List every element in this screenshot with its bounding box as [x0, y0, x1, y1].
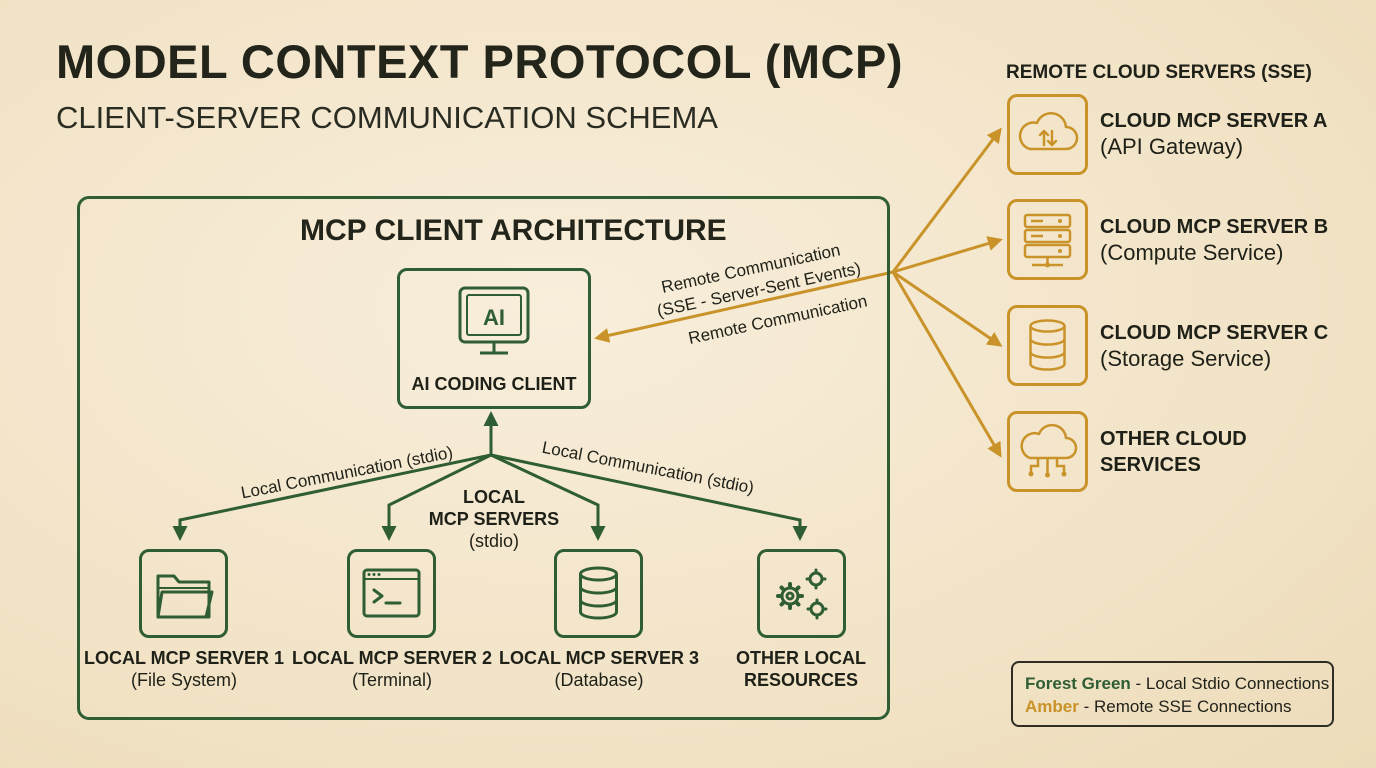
local-mcp-server-2-label: LOCAL MCP SERVER 2 (Terminal) — [292, 647, 492, 691]
local-server-2-name: LOCAL MCP SERVER 2 — [292, 648, 493, 668]
cloud-mcp-server-a-node[interactable] — [1007, 94, 1088, 175]
storage-icon — [1029, 319, 1066, 371]
client-architecture-heading: MCP CLIENT ARCHITECTURE — [300, 214, 727, 247]
ai-badge: AI — [483, 305, 505, 330]
other-cloud-services-node[interactable] — [1007, 411, 1088, 492]
local-mcp-server-2-node[interactable] — [347, 549, 436, 638]
local-group-line2: MCP SERVERS — [428, 509, 560, 529]
ai-coding-client-label: AI CODING CLIENT — [411, 374, 577, 394]
other-cloud-name: OTHER CLOUD — [1100, 428, 1247, 450]
hub-to-cloud-b-arrow — [892, 236, 1003, 274]
local-group-line1: LOCAL — [463, 487, 525, 507]
page-title: MODEL CONTEXT PROTOCOL (MCP) — [56, 35, 903, 88]
local-server-3-name: LOCAL MCP SERVER 3 — [499, 648, 700, 668]
cloud-mcp-server-b-label: CLOUD MCP SERVER B (Compute Service) — [1100, 214, 1328, 266]
folder-icon — [156, 574, 214, 619]
cloud-server-a-name: CLOUD MCP SERVER A — [1100, 110, 1328, 132]
legend-green-term: Forest Green — [1025, 674, 1131, 693]
hub-to-local-server-2-connector — [381, 453, 492, 541]
page-subtitle: CLIENT-SERVER COMMUNICATION SCHEMA — [56, 100, 718, 135]
local-server-2-detail: (Terminal) — [351, 670, 432, 690]
other-local-resources-label: OTHER LOCAL RESOURCES — [701, 647, 901, 691]
cloud-mcp-server-c-label: CLOUD MCP SERVER C (Storage Service) — [1100, 320, 1328, 372]
hub-to-local-server-1-connector — [172, 453, 492, 541]
server-rack-icon — [1023, 213, 1072, 268]
other-local-name: OTHER LOCAL — [736, 648, 866, 668]
other-local-detail: RESOURCES — [743, 670, 859, 690]
local-server-1-name: LOCAL MCP SERVER 1 — [84, 648, 285, 668]
cloud-mcp-server-c-node[interactable] — [1007, 305, 1088, 386]
local-mcp-server-3-label: LOCAL MCP SERVER 3 (Database) — [499, 647, 699, 691]
local-mcp-server-3-node[interactable] — [554, 549, 643, 638]
cloud-mcp-server-a-label: CLOUD MCP SERVER A (API Gateway) — [1100, 108, 1327, 160]
cloud-sync-icon — [1018, 112, 1079, 151]
client-architecture-box — [77, 196, 890, 720]
local-mcp-server-1-node[interactable] — [139, 549, 228, 638]
local-group-line3: (stdio) — [468, 531, 519, 551]
legend-amber-term: Amber — [1025, 697, 1079, 716]
ai-coding-client-node[interactable]: AI AI CODING CLIENT — [397, 268, 591, 409]
terminal-icon — [362, 568, 421, 618]
legend-box: Forest Green - Local Stdio Connections A… — [1011, 661, 1334, 727]
database-icon — [579, 566, 618, 620]
cloud-server-c-detail: (Storage Service) — [1100, 346, 1272, 371]
other-local-resources-node[interactable] — [757, 549, 846, 638]
cloud-server-b-detail: (Compute Service) — [1100, 240, 1284, 265]
hub-to-cloud-a-arrow — [891, 127, 1002, 273]
other-cloud-detail: SERVICES — [1100, 454, 1201, 476]
other-cloud-services-label: OTHER CLOUD SERVICES — [1100, 426, 1247, 478]
cloud-server-b-name: CLOUD MCP SERVER B — [1100, 216, 1329, 238]
monitor-icon: AI — [458, 286, 530, 355]
cloud-server-a-detail: (API Gateway) — [1100, 134, 1244, 159]
cloud-mcp-server-b-node[interactable] — [1007, 199, 1088, 280]
cloud-network-icon — [1020, 423, 1078, 478]
hub-to-other-cloud-arrow — [891, 271, 1002, 458]
legend-green-desc: - Local Stdio Connections — [1130, 674, 1330, 693]
hub-to-cloud-c-arrow — [892, 270, 1003, 347]
gears-icon — [776, 568, 828, 620]
remote-to-client-arrow — [594, 270, 894, 343]
local-server-1-detail: (File System) — [130, 670, 237, 690]
local-mcp-servers-group-label: LOCAL MCP SERVERS (stdio) — [414, 486, 574, 552]
hub-to-other-local-connector — [490, 453, 808, 541]
legend-amber-desc: - Remote SSE Connections — [1078, 697, 1292, 716]
local-server-3-detail: (Database) — [554, 670, 644, 690]
local-mcp-server-1-label: LOCAL MCP SERVER 1 (File System) — [84, 647, 284, 691]
cloud-server-c-name: CLOUD MCP SERVER C — [1100, 322, 1329, 344]
legend-entry-green: Forest Green - Local Stdio Connections — [1025, 672, 1332, 695]
legend-entry-amber: Amber - Remote SSE Connections — [1025, 695, 1332, 718]
remote-cloud-servers-heading: REMOTE CLOUD SERVERS (SSE) — [1006, 62, 1312, 83]
hub-to-local-server-3-connector — [490, 453, 606, 541]
